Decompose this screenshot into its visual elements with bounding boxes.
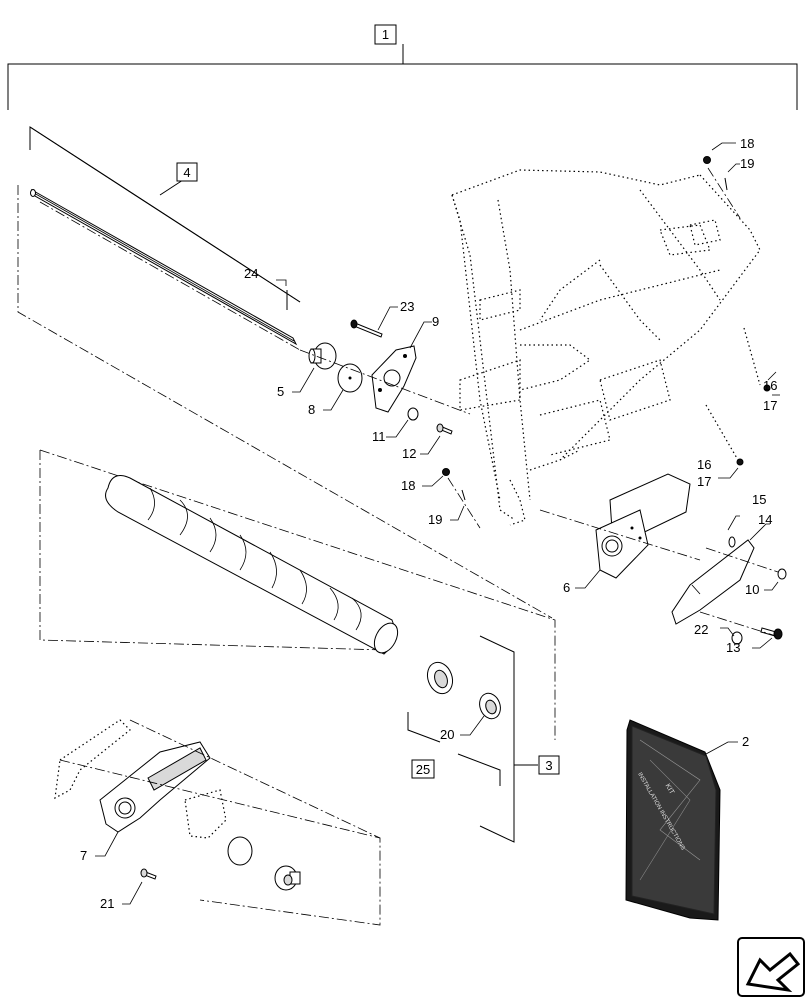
callout-18-mid: 18 <box>401 478 415 493</box>
callout-24: 24 <box>244 266 258 281</box>
callout-14: 14 <box>758 512 772 527</box>
bushing-20: 20 <box>440 692 501 742</box>
bearing-bracket-7: 7 <box>54 719 381 926</box>
bolt-21: 21 <box>100 868 157 911</box>
group-bracket-1: 1 <box>7 24 798 110</box>
manual-title-line1: KIT <box>664 783 676 797</box>
bearing-flange-5: 5 <box>277 342 337 399</box>
callout-11: 11 <box>372 429 386 444</box>
callout-9: 9 <box>432 314 439 329</box>
callout-7: 7 <box>80 848 87 863</box>
nut-10: 10 <box>705 547 787 597</box>
washer-11: 11 <box>372 407 419 444</box>
callout-21: 21 <box>100 896 114 911</box>
auger-tube <box>105 475 399 655</box>
callout-10: 10 <box>745 582 759 597</box>
bolt-13: 13 <box>699 611 783 655</box>
callout-13: 13 <box>726 640 740 655</box>
callout-20: 20 <box>440 727 454 742</box>
callout-1: 1 <box>382 27 389 42</box>
fastener-stack-16-17-upper: 16 17 <box>743 327 780 413</box>
combine-frame-reference <box>451 169 761 526</box>
installation-manual-2: KIT INSTALLATION INSTRUCTIONS 2 <box>625 719 749 921</box>
callout-4: 4 <box>183 165 190 180</box>
callout-6: 6 <box>563 580 570 595</box>
washer-8: 8 <box>308 363 363 417</box>
callout-19-mid: 19 <box>428 512 442 527</box>
callout-15: 15 <box>752 492 766 507</box>
bolt-23: 23 <box>299 299 471 415</box>
fastener-stack-16-17-lower: 16 17 <box>697 404 744 489</box>
callout-3: 3 <box>545 758 552 773</box>
shield-14: 14 <box>671 512 772 625</box>
washer-15: 15 <box>727 492 766 548</box>
callout-23: 23 <box>400 299 414 314</box>
next-page-arrow-icon[interactable] <box>737 937 805 997</box>
callout-17-lower: 17 <box>697 474 711 489</box>
washer-22: 22 <box>694 622 743 645</box>
washer-19-mid: 19 <box>428 477 481 529</box>
callout-5: 5 <box>277 384 284 399</box>
drive-shaft <box>30 188 298 346</box>
callout-25: 25 <box>416 762 430 777</box>
callout-18-top: 18 <box>740 136 754 151</box>
bearing-plate-9: 9 <box>371 314 439 413</box>
callout-8: 8 <box>308 402 315 417</box>
bearing-bracket-6: 6 <box>539 473 701 595</box>
callout-2: 2 <box>742 734 749 749</box>
nut-18-top: 18 <box>703 136 754 164</box>
bolt-12: 12 <box>402 423 453 461</box>
callout-16-upper: 16 <box>763 378 777 393</box>
auger-tube-bracket-3: 3 <box>39 449 560 843</box>
roll-pin-24: 24 <box>244 266 288 310</box>
bushing-25: 25 <box>407 661 501 786</box>
callout-12: 12 <box>402 446 416 461</box>
washer-19-top: 19 <box>707 156 754 219</box>
callout-16-lower: 16 <box>697 457 711 472</box>
group-bracket-4: 4 <box>17 126 553 619</box>
bearing-plate-left <box>184 789 301 891</box>
nut-18-mid: 18 <box>401 468 450 493</box>
callout-19-top: 19 <box>740 156 754 171</box>
callout-17-upper: 17 <box>763 398 777 413</box>
callout-22: 22 <box>694 622 708 637</box>
